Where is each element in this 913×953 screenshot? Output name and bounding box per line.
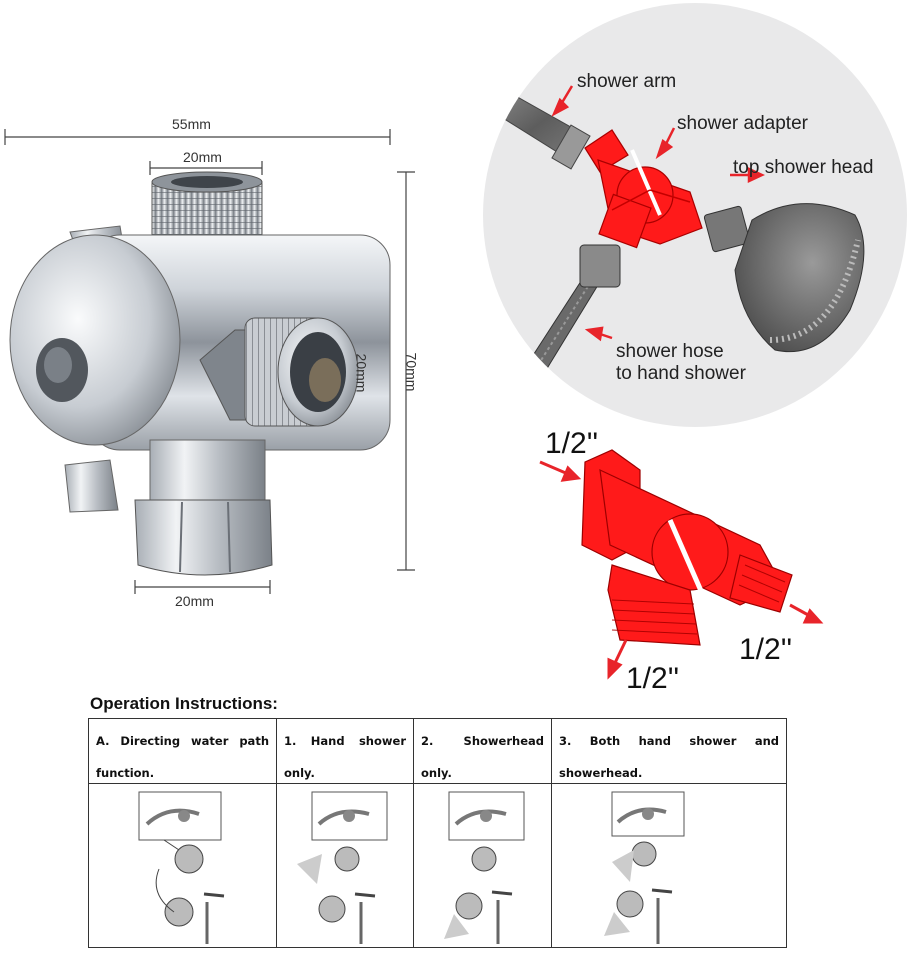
dimension-width-top: 55mm [172,116,211,132]
thread-size-inlet: 1/2'' [545,427,599,460]
op-cell-3: 3. Both hand shower and showerhead. [551,718,787,784]
label-shower-hose: shower hose [616,341,724,362]
op-text-1: 1. Hand shower only. [284,734,406,780]
operation-instructions-title: Operation Instructions: [90,694,278,713]
label-to-hand-shower: to hand shower [616,363,746,384]
op-cell-1: 1. Hand shower only. [276,718,414,784]
both-showers-illustration [552,784,786,947]
op-cell-2: 2. Showerhead only. [413,718,552,784]
thread-size-outlet-right: 1/2'' [739,633,793,666]
label-top-shower-head: top shower head [733,157,874,178]
diverter-overview-illustration [89,784,276,947]
op-cell-a: A. Directing water path function. [88,718,277,784]
op-text-2: 2. Showerhead only. [421,734,544,780]
dimension-bottom-outlet: 20mm [175,593,214,609]
thread-size-outlet-bottom: 1/2'' [626,662,680,695]
label-shower-adapter: shower adapter [677,113,808,134]
operation-instructions-table: A. Directing water path function. 1. Han… [88,718,787,948]
hand-shower-only-illustration [277,784,413,947]
op-text-a: A. Directing water path function. [96,734,269,780]
showerhead-only-illustration [414,784,551,947]
op-text-3: 3. Both hand shower and showerhead. [559,734,779,780]
label-shower-arm: shower arm [577,71,677,92]
dimension-top-outlet: 20mm [183,149,222,165]
